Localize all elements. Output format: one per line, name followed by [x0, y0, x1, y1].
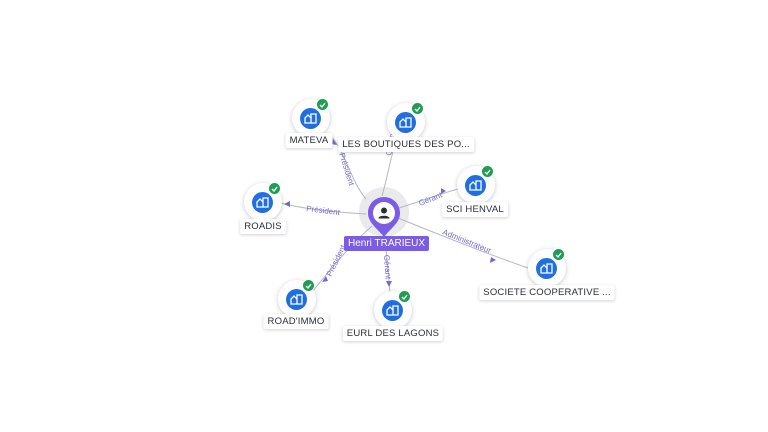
- company-node-cooperative[interactable]: [528, 248, 566, 287]
- company-label-roadimmo[interactable]: ROAD'IMMO: [263, 314, 329, 329]
- edge-label-mateva: Président: [337, 152, 356, 188]
- company-label-boutiques[interactable]: LES BOUTIQUES DES PO...: [338, 137, 474, 152]
- company-label-cooperative[interactable]: SOCIETE COOPERATIVE ...: [479, 285, 615, 300]
- building-icon: [536, 258, 557, 279]
- arrow-cooperative: [490, 257, 496, 263]
- company-node-lagons[interactable]: [374, 290, 412, 329]
- check-badge-icon: [411, 102, 424, 115]
- company-node-mateva[interactable]: [292, 98, 330, 137]
- building-icon: [395, 112, 416, 133]
- company-node-roadimmo[interactable]: [278, 279, 316, 318]
- person-pin[interactable]: [366, 195, 402, 239]
- company-node-roadis[interactable]: [244, 182, 282, 221]
- edge-cooperative: [397, 217, 529, 269]
- company-label-lagons[interactable]: EURL DES LAGONS: [342, 326, 444, 341]
- check-badge-icon: [552, 248, 565, 261]
- company-label-henval[interactable]: SCI HENVAL: [442, 202, 508, 217]
- center-node-label[interactable]: Henri TRARIEUX: [344, 236, 430, 251]
- building-icon: [465, 175, 486, 196]
- building-icon: [286, 289, 307, 310]
- building-icon: [252, 192, 273, 213]
- company-label-mateva[interactable]: MATEVA: [285, 133, 333, 148]
- arrow-mateva: [331, 139, 337, 145]
- edge-roadimmo: [311, 225, 373, 293]
- edge-label-cooperative: Administrateur: [441, 228, 493, 256]
- company-node-henval[interactable]: [457, 165, 495, 204]
- company-label-roadis[interactable]: ROADIS: [240, 219, 286, 234]
- edge-label-henval: Gérant: [417, 190, 444, 208]
- building-icon: [382, 300, 403, 321]
- check-badge-icon: [316, 98, 329, 111]
- check-badge-icon: [481, 165, 494, 178]
- edge-label-roadis: Président: [306, 204, 341, 217]
- edge-arrows: [284, 139, 496, 287]
- building-icon: [300, 108, 321, 129]
- check-badge-icon: [398, 290, 411, 303]
- arrow-lagons: [386, 281, 392, 287]
- person-icon: [378, 207, 390, 219]
- edge-mateva: [329, 134, 367, 200]
- check-badge-icon: [302, 279, 315, 292]
- arrow-roadimmo: [322, 276, 328, 282]
- company-node-boutiques[interactable]: [387, 102, 425, 141]
- edge-label-lagons: Gérant: [382, 255, 393, 281]
- check-badge-icon: [268, 182, 281, 195]
- arrow-roadis: [284, 201, 290, 207]
- arrow-henval: [441, 188, 446, 194]
